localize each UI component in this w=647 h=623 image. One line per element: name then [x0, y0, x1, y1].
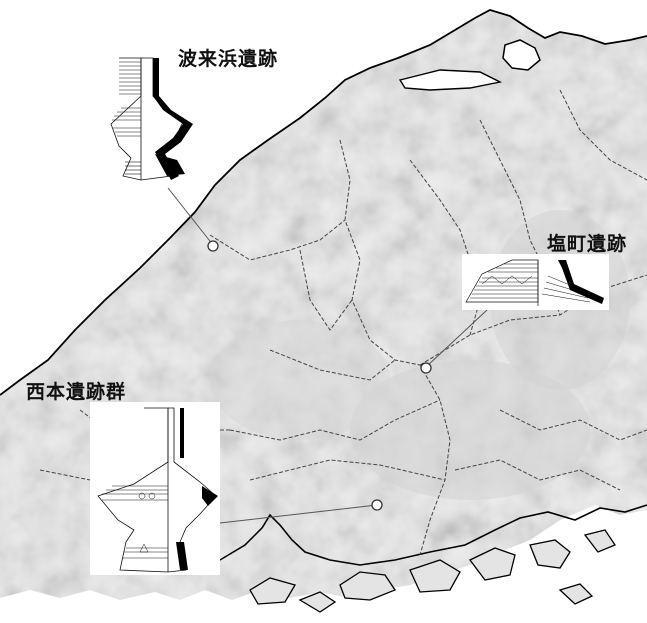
shiomachi-site-marker — [420, 362, 432, 374]
leader-lines — [167, 187, 488, 524]
nishimoto-pottery-drawing — [90, 402, 220, 575]
site-markers — [207, 240, 432, 511]
south-coastline — [219, 504, 647, 566]
lagoon — [398, 69, 503, 91]
shiomachi-site-label: 塩町遺跡 — [547, 233, 628, 255]
hakuhama-site-marker — [207, 240, 219, 252]
islands — [249, 529, 616, 613]
hakuhama-site-label: 波来浜遺跡 — [178, 48, 279, 70]
hakuhama-pottery-drawing — [105, 50, 207, 186]
lake — [502, 39, 541, 71]
nishimoto-site-marker — [371, 499, 383, 511]
nishimoto-site-label: 西本遺跡群 — [26, 381, 127, 403]
north-coastline — [0, 9, 647, 396]
shiomachi-pottery-drawing — [462, 254, 609, 310]
